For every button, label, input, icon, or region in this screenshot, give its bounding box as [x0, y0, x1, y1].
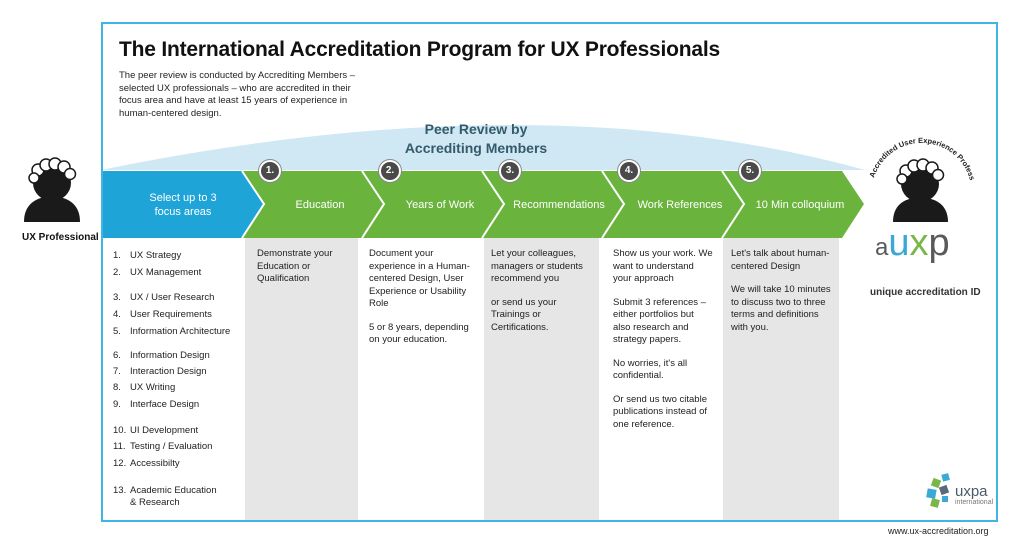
accreditation-id-label: unique accreditation ID: [870, 287, 981, 298]
list-item: 11.Testing / Evaluation: [113, 441, 213, 452]
auxp-logo: auxp: [875, 222, 950, 265]
logo-p: p: [928, 222, 950, 264]
uxpa-subtitle: international: [955, 499, 994, 506]
step-1-label: Education: [295, 199, 345, 211]
list-item: 3.UX / User Research: [113, 292, 215, 303]
step-4-arrow: [602, 171, 744, 238]
list-item: 4.User Requirements: [113, 309, 212, 320]
list-item: 7.Interaction Design: [113, 366, 207, 377]
list-item: 10.UI Development: [113, 425, 199, 436]
step-5-label: 10 Min colloquium: [755, 199, 845, 211]
list-item: 2.UX Management: [113, 267, 202, 278]
list-item: 1.UX Strategy: [113, 250, 182, 261]
column-education-bg: [245, 238, 358, 520]
step-2-label: Years of Work: [405, 199, 475, 211]
logo-a: a: [875, 234, 889, 261]
step-2-arrow: [362, 171, 504, 238]
uxpa-logo-icon: [926, 473, 950, 508]
list-item: 8.UX Writing: [113, 382, 176, 393]
step-2-badge: 2.: [379, 160, 401, 182]
colloquium-text-1: Let's talk about human-centered Design: [731, 248, 830, 272]
accredited-professional-avatar-icon: [893, 158, 948, 222]
years-text-1: Document your experience in a Human-cent…: [369, 248, 470, 309]
references-text-3: No worries, it's all confidential.: [613, 357, 688, 382]
ux-professional-avatar-icon: [24, 157, 80, 222]
column-recommendations-text: Let your colleagues, managers or student…: [491, 248, 597, 345]
years-text-2: 5 or 8 years, depending on your educatio…: [369, 321, 469, 346]
step-1-arrow: [242, 171, 384, 238]
list-item: 6.Information Design: [113, 350, 210, 361]
main-frame: [101, 22, 998, 522]
list-item: 5.Information Architecture: [113, 326, 231, 337]
step-1-badge: 1.: [259, 160, 281, 182]
column-recommendations-bg: [484, 238, 599, 520]
step-4-label: Work References: [637, 199, 723, 211]
step-3-arrow: [482, 171, 624, 238]
step-5-badge: 5.: [739, 160, 761, 182]
column-colloquium-text: Let's talk about human-centered Design W…: [731, 248, 831, 345]
peer-review-arc: [101, 125, 865, 170]
page-title: The International Accreditation Program …: [119, 38, 721, 61]
recommendations-text-1: Let your colleagues, managers or student…: [491, 248, 583, 284]
intro-text: The peer review is conducted by Accredit…: [119, 70, 356, 119]
peer-review-line1: Peer Review by: [424, 121, 528, 137]
ux-professional-label: UX Professional: [22, 232, 99, 243]
logo-x: x: [909, 222, 929, 264]
list-item: 9.Interface Design: [113, 399, 200, 410]
step-select-label: Select up to 3 focus areas: [128, 191, 238, 219]
step-select-arrow: [101, 171, 264, 238]
column-references-text: Show us your work. We want to understand…: [613, 248, 713, 442]
step-select-line1: Select up to 3: [149, 192, 217, 204]
website-url[interactable]: www.ux-accreditation.org: [888, 526, 989, 536]
logo-u: u: [888, 222, 910, 264]
education-text: Demonstrate your Education or Qualificat…: [257, 248, 333, 284]
column-colloquium-bg: [723, 238, 839, 520]
colloquium-text-2: We will take 10 minutes to discuss two t…: [731, 284, 831, 333]
list-item: 12.Accessibilty: [113, 458, 180, 469]
step-3-badge: 3.: [499, 160, 521, 182]
recommendations-text-2: or send us your Trainings or Certificati…: [491, 296, 557, 333]
step-3-label: Recommendations: [513, 199, 605, 211]
column-education-text: Demonstrate your Education or Qualificat…: [257, 248, 349, 297]
peer-review-heading: Peer Review by Accrediting Members: [376, 120, 576, 158]
list-item: & Research: [130, 497, 180, 508]
uxpa-wordmark: uxpa: [955, 483, 988, 500]
step-select-line2: focus areas: [154, 206, 212, 218]
references-text-2: Submit 3 references – either portfolios …: [613, 296, 706, 346]
references-text-4: Or send us two citable publications inst…: [613, 393, 708, 430]
step-5-arrow: [722, 171, 864, 238]
references-text-1: Show us your work. We want to understand…: [613, 248, 713, 284]
list-item: 13.Academic Education: [113, 485, 217, 496]
peer-review-line2: Accrediting Members: [404, 140, 548, 156]
column-years-text: Document your experience in a Human-cent…: [369, 248, 477, 358]
step-4-badge: 4.: [618, 160, 640, 182]
